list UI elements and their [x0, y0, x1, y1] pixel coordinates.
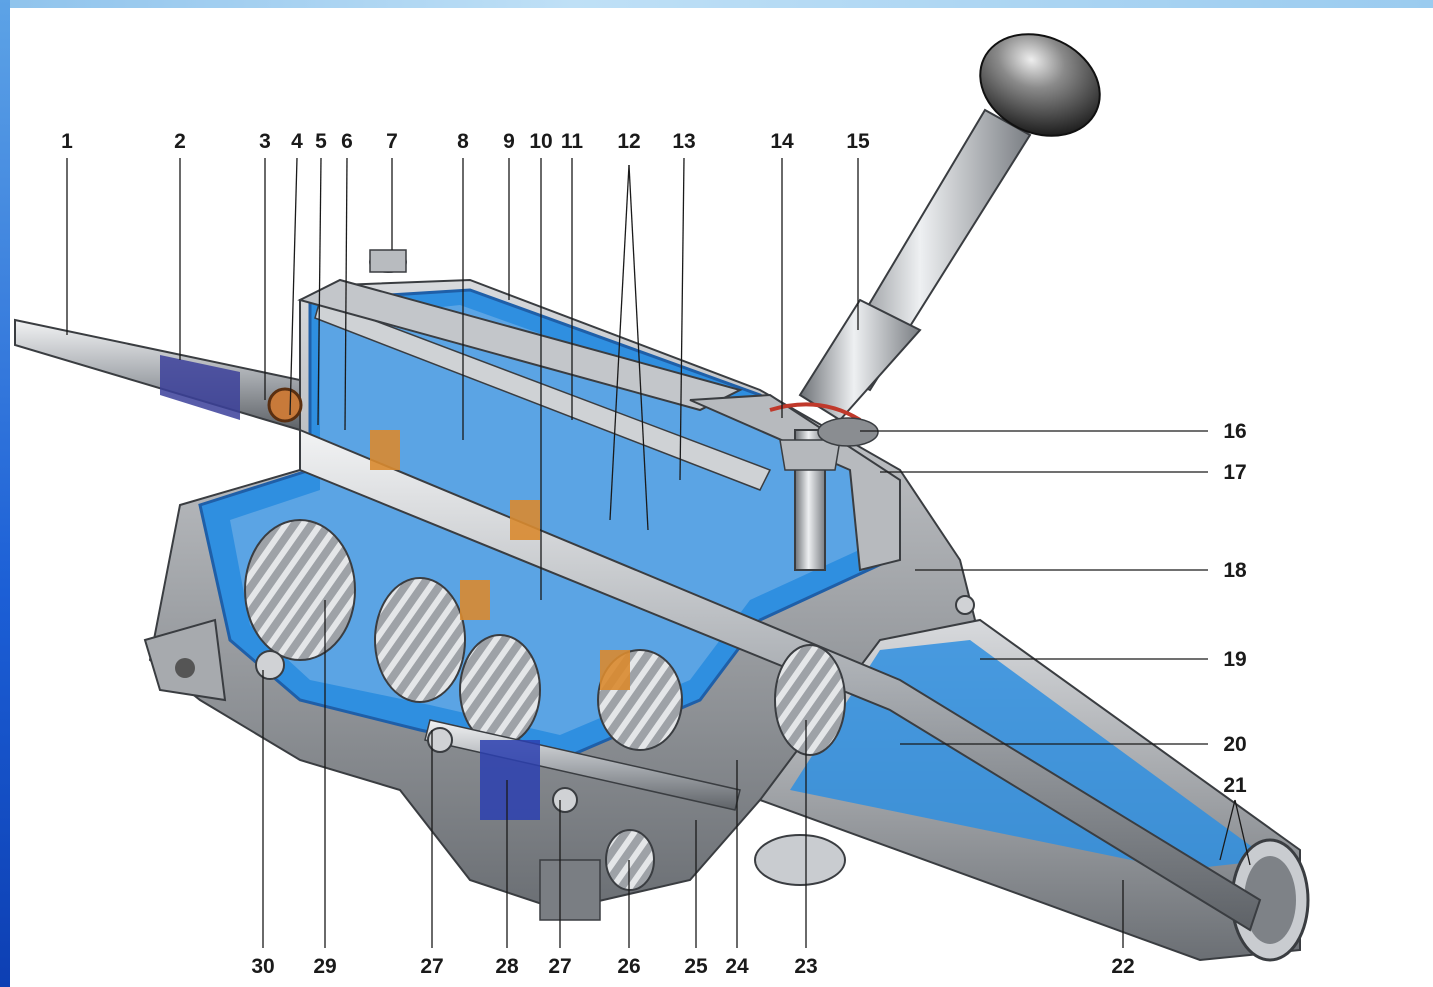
callout-27-left: 27 [420, 955, 444, 978]
gear-shift-lever [769, 33, 1101, 571]
callout-17: 17 [1223, 461, 1247, 484]
callout-4: 4 [291, 130, 303, 153]
callout-20: 20 [1223, 733, 1247, 756]
callout-18: 18 [1223, 559, 1247, 582]
callout-27-right: 27 [548, 955, 572, 978]
callout-1: 1 [61, 130, 73, 153]
gear-set [244, 430, 846, 891]
callout-leader-lines [66, 157, 1251, 948]
callout-24: 24 [725, 955, 749, 978]
callout-8: 8 [457, 130, 469, 153]
callout-22: 22 [1111, 955, 1135, 978]
callout-13: 13 [672, 130, 696, 153]
callout-7: 7 [386, 130, 398, 153]
callout-23: 23 [794, 955, 818, 978]
callout-25: 25 [684, 955, 708, 978]
callout-10: 10 [529, 130, 553, 153]
main-shaft [299, 299, 1262, 932]
callout-12: 12 [617, 130, 641, 153]
gear-knob [979, 33, 1101, 137]
callout-15: 15 [846, 130, 870, 153]
callout-16: 16 [1223, 420, 1247, 443]
callout-30: 30 [251, 955, 275, 978]
callout-3: 3 [259, 130, 271, 153]
callout-26: 26 [617, 955, 641, 978]
callout-6: 6 [341, 130, 353, 153]
top-frame-border [0, 0, 1433, 8]
callout-29: 29 [313, 955, 337, 978]
callout-19: 19 [1223, 648, 1247, 671]
callout-14: 14 [770, 130, 794, 153]
input-shaft [14, 318, 303, 432]
callout-9: 9 [503, 130, 515, 153]
callout-21: 21 [1223, 774, 1247, 797]
callout-28: 28 [495, 955, 519, 978]
callout-11: 11 [560, 130, 584, 153]
callout-5: 5 [315, 130, 327, 153]
counter-shaft [424, 719, 846, 921]
callout-2: 2 [174, 130, 186, 153]
left-frame-border [0, 0, 10, 987]
